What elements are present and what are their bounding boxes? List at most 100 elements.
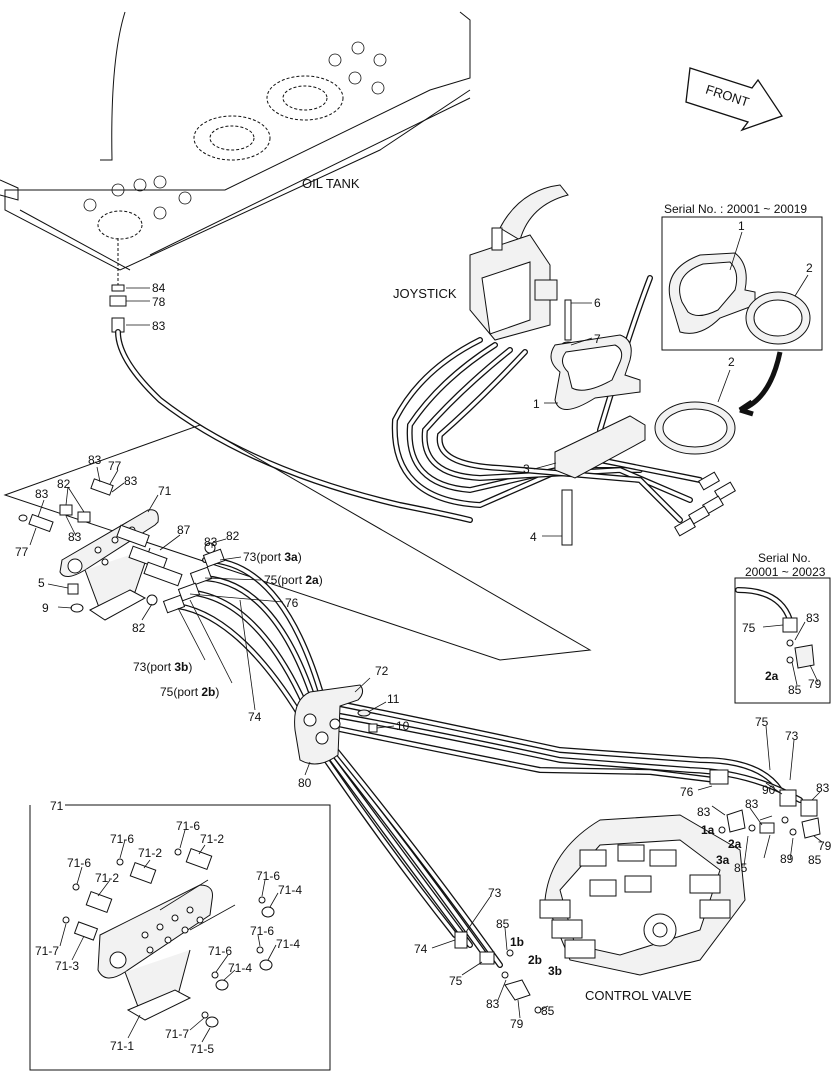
callout-75-port2b: 75(port 2b) <box>160 685 219 699</box>
callout-80: 80 <box>298 776 312 790</box>
callout-83-d: 83 <box>68 530 82 544</box>
callout-87: 87 <box>177 523 191 537</box>
callout-1: 1 <box>533 397 540 411</box>
callout-85-valve-c: 85 <box>496 917 510 931</box>
callout-2: 2 <box>728 355 735 369</box>
callout-83-a: 83 <box>88 453 102 467</box>
d71-1: 71-1 <box>110 1039 134 1053</box>
callout-83-valve-a: 83 <box>697 805 711 819</box>
callout-83-valve-b: 83 <box>745 797 759 811</box>
callout-75-port2a-text: (port <box>277 573 305 587</box>
callout-75-valve: 75 <box>755 715 769 729</box>
d71-4-c: 71-4 <box>228 961 252 975</box>
callout-71: 71 <box>158 484 172 498</box>
callout-5: 5 <box>38 576 45 590</box>
detail-71-title: 71 <box>50 799 64 813</box>
port-3a: 3a <box>716 853 730 867</box>
hose-bundle: 72 11 10 80 <box>294 664 803 968</box>
callout-75-port2a: 75(port 2a) <box>264 573 323 587</box>
detail-71: 71 <box>29 799 331 1071</box>
callout-75-port2b-end: ) <box>215 685 219 699</box>
inset-serial-20023-title-1: Serial No. <box>758 551 811 565</box>
callout-84: 84 <box>152 281 166 295</box>
callout-7: 7 <box>594 332 601 346</box>
callout-76-valve: 76 <box>680 785 694 799</box>
callout-85-valve-b: 85 <box>808 853 822 867</box>
d71-6-c: 71-6 <box>67 856 91 870</box>
control-valve: CONTROL VALVE 76 83 1a <box>414 715 832 1031</box>
callout-10: 10 <box>396 719 410 733</box>
callout-72: 72 <box>375 664 389 678</box>
callout-82-a: 82 <box>57 477 71 491</box>
callout-89: 89 <box>780 852 794 866</box>
callout-3: 3 <box>523 462 530 476</box>
joystick-label: JOYSTICK <box>393 286 457 301</box>
callout-83-c: 83 <box>35 487 49 501</box>
callout-76: 76 <box>285 596 299 610</box>
inset-serial-20023: Serial No. 20001 ~ 20023 75 83 2a 85 79 <box>734 551 831 704</box>
port-1b: 1b <box>510 935 524 949</box>
callout-73-port3b-end: ) <box>188 660 192 674</box>
d71-2-c: 71-2 <box>95 871 119 885</box>
d71-2-a: 71-2 <box>138 846 162 860</box>
callout-73-port3a-num: 73 <box>243 550 257 564</box>
callout-1-inset: 1 <box>738 219 745 233</box>
joystick-hoses <box>391 275 736 537</box>
callout-79-valve-b: 79 <box>510 1017 524 1031</box>
callout-6: 6 <box>594 296 601 310</box>
return-line: 84 78 83 <box>109 238 473 523</box>
d71-5: 71-5 <box>190 1042 214 1056</box>
port-1a: 1a <box>701 823 715 837</box>
callout-75-port2a-num: 75 <box>264 573 278 587</box>
callout-74-valve: 74 <box>414 942 428 956</box>
callout-78: 78 <box>152 295 166 309</box>
d71-7-b: 71-7 <box>165 1027 189 1041</box>
d71-6-d: 71-6 <box>256 869 280 883</box>
callout-83-valve-c: 83 <box>816 781 830 795</box>
callout-2-inset: 2 <box>806 261 813 275</box>
d71-6-f: 71-6 <box>208 944 232 958</box>
callout-4: 4 <box>530 530 537 544</box>
callout-83-inset: 83 <box>806 611 820 625</box>
d71-2-b: 71-2 <box>200 832 224 846</box>
callout-73-port3b-bold: 3b <box>174 660 188 674</box>
callout-73-valve-bottom: 73 <box>488 886 502 900</box>
callout-9: 9 <box>42 601 49 615</box>
callout-77-b: 77 <box>15 545 29 559</box>
callout-79-inset: 79 <box>808 677 822 691</box>
callout-79-valve-a: 79 <box>818 839 832 853</box>
callout-75-port2a-end: ) <box>319 573 323 587</box>
callout-75-valve-bottom: 75 <box>449 974 463 988</box>
inset-serial-20019-title: Serial No. : 20001 ~ 20019 <box>664 202 807 216</box>
callout-83-tank: 83 <box>152 319 166 333</box>
d71-6-a: 71-6 <box>110 832 134 846</box>
callout-85-valve-a: 85 <box>734 861 748 875</box>
port-2a-inset: 2a <box>765 669 779 683</box>
port-2b: 2b <box>528 953 542 967</box>
d71-6-b: 71-6 <box>176 819 200 833</box>
callout-11: 11 <box>387 692 400 706</box>
oil-tank: OIL TANK <box>0 11 471 271</box>
callout-85-valve-d: 85 <box>541 1004 555 1018</box>
callout-73-port3b: 73(port 3b) <box>133 660 192 674</box>
callout-82-c: 82 <box>132 621 146 635</box>
control-valve-label: CONTROL VALVE <box>585 988 692 1003</box>
front-arrow: FRONT <box>685 67 784 132</box>
d71-7-a: 71-7 <box>35 944 59 958</box>
inset-serial-20023-title-2: 20001 ~ 20023 <box>745 565 826 579</box>
callout-73-valve: 73 <box>785 729 799 743</box>
callout-75-port2b-bold: 2b <box>201 685 215 699</box>
d71-6-e: 71-6 <box>250 924 274 938</box>
d71-4-a: 71-4 <box>278 883 302 897</box>
callout-85-inset: 85 <box>788 683 802 697</box>
callout-74: 74 <box>248 710 262 724</box>
d71-3: 71-3 <box>55 959 79 973</box>
callout-90: 90 <box>762 783 776 797</box>
inset-serial-20019: Serial No. : 20001 ~ 20019 1 2 <box>661 202 823 417</box>
d71-4-b: 71-4 <box>276 937 300 951</box>
callout-73-port3a-end: ) <box>298 550 302 564</box>
joystick: JOYSTICK <box>393 184 569 341</box>
callout-73-port3b-text: (port <box>146 660 174 674</box>
callout-75-port2a-bold: 2a <box>305 573 319 587</box>
callout-75-port2b-num: 75 <box>160 685 174 699</box>
